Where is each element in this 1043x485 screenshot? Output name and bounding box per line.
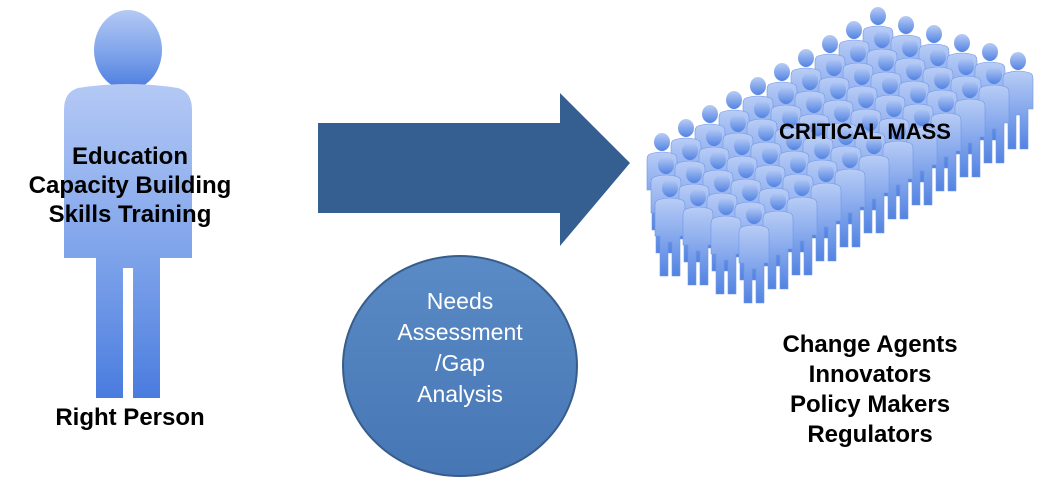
person-icon	[64, 10, 192, 398]
crowd-person-icon	[710, 197, 742, 295]
crowd-person-icon	[978, 66, 1010, 164]
crowd-person-icon	[834, 150, 866, 248]
crowd-person-icon	[858, 136, 890, 234]
development-methods-list: Education Capacity Building Skills Train…	[0, 143, 260, 229]
circle-line-assessment: Assessment	[397, 319, 523, 346]
needs-assessment-circle	[342, 255, 578, 477]
role-regulators: Regulators	[807, 421, 933, 448]
critical-mass-label: CRITICAL MASS	[779, 119, 951, 144]
crowd-person-icon	[786, 178, 818, 276]
crowd-person-icon	[882, 122, 914, 220]
crowd-person-icon	[954, 80, 986, 178]
arrow-right-icon	[318, 93, 630, 246]
capacity-building-label: Capacity Building	[28, 171, 232, 199]
education-label: Education	[71, 143, 188, 170]
crowd-person-icon	[930, 94, 962, 192]
crowd-icon	[646, 7, 1034, 304]
skills-training-label: Skills Training	[48, 200, 212, 228]
crowd-person-icon	[654, 179, 686, 277]
needs-assessment-text: Needs Assessment /Gap Analysis	[355, 286, 565, 410]
crowd-person-icon	[738, 206, 770, 304]
role-innovators: Innovators	[808, 361, 932, 388]
crowd-person-icon	[682, 188, 714, 286]
circle-line-analysis: Analysis	[417, 381, 503, 408]
right-person-label: Right Person	[55, 404, 205, 431]
role-policy-makers: Policy Makers	[789, 391, 951, 418]
crowd-person-icon	[762, 192, 794, 290]
crowd-person-icon	[1002, 52, 1034, 150]
crowd-person-icon	[906, 108, 938, 206]
role-change-agents: Change Agents	[782, 331, 958, 358]
circle-line-needs: Needs	[426, 288, 494, 314]
crowd-person-icon	[810, 164, 842, 262]
circle-line-gap: /Gap	[435, 350, 485, 377]
roles-list: Change Agents Innovators Policy Makers R…	[720, 330, 1020, 450]
